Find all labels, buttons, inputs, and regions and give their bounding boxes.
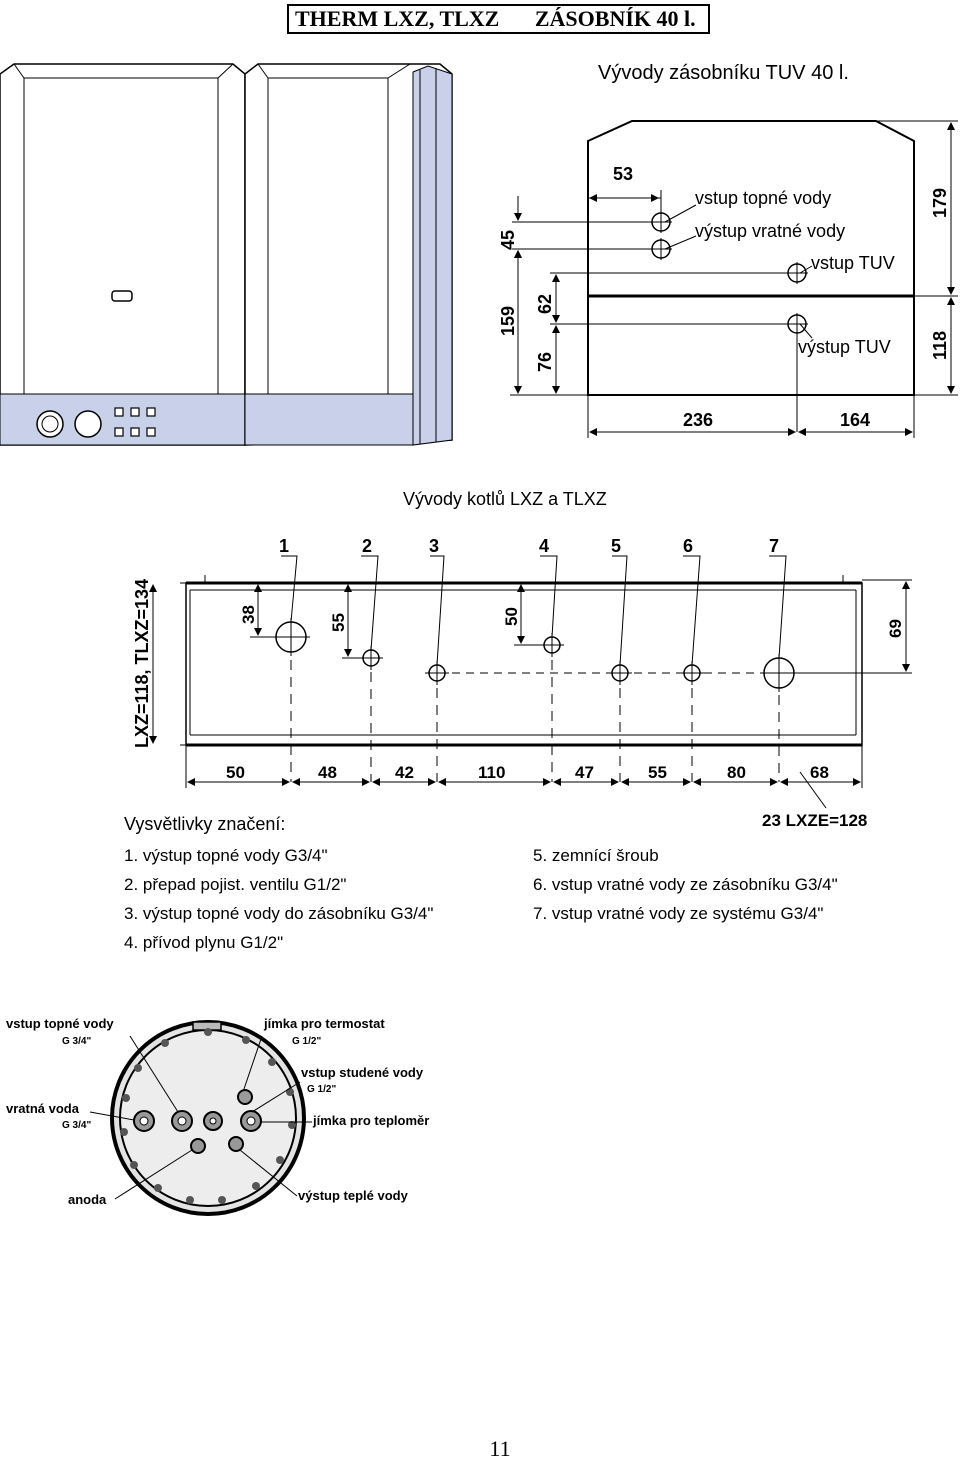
boiler-extra-dim: 23 LXZE=128: [762, 811, 867, 830]
flange-label-return-g: G 3/4": [62, 1120, 91, 1131]
legend-item-2: 2. přepad pojist. ventilu G1/2": [124, 875, 346, 894]
tank-dim-164: 164: [840, 410, 870, 430]
boiler-dim-55: 55: [329, 613, 348, 632]
conn-num-4: 4: [539, 536, 549, 556]
boiler-dim-50: 50: [502, 607, 521, 626]
button-grid-icon: [114, 407, 156, 437]
knob-icon: [74, 410, 102, 438]
tank-dim-118: 118: [930, 331, 950, 360]
flange-diagram: [89, 1020, 312, 1216]
tank-label-in-heat: vstup topné vody: [695, 188, 831, 208]
legend-item-4: 4. přívod plynu G1/2": [124, 933, 283, 952]
boiler-dim-38: 38: [239, 605, 258, 624]
flange-label-in-heat-g: G 3/4": [62, 1036, 91, 1047]
tank-dim-236: 236: [683, 410, 713, 430]
tank-dim-76: 76: [535, 352, 555, 372]
legend-item-5: 5. zemnící šroub: [533, 846, 659, 865]
flange-label-thermostat: jímka pro termostat: [263, 1016, 385, 1031]
conn-num-1: 1: [279, 536, 289, 556]
flange-label-thermostat-g: G 1/2": [292, 1036, 321, 1047]
tank-dim-45: 45: [498, 230, 518, 250]
boiler-strip: [149, 555, 912, 809]
title-right: ZÁSOBNÍK 40 l.: [534, 6, 696, 31]
boiler-illustration: [0, 63, 453, 446]
boiler-hdim-3: 42: [395, 763, 414, 782]
page-number: 11: [489, 1436, 511, 1461]
boiler-hdim-1: 50: [226, 763, 245, 782]
boiler-title: Vývody kotlů LXZ a TLXZ: [403, 489, 607, 509]
conn-num-6: 6: [683, 536, 693, 556]
flange-label-in-heat: vstup topné vody: [6, 1016, 114, 1031]
conn-num-7: 7: [769, 536, 779, 556]
legend-item-1: 1. výstup topné vody G3/4": [124, 846, 328, 865]
flange-label-return: vratná voda: [6, 1101, 80, 1116]
boiler-hdim-6: 55: [648, 763, 667, 782]
boiler-hdim-5: 47: [575, 763, 594, 782]
legend-item-7: 7. vstup vratné vody ze systému G3/4": [533, 904, 823, 923]
legend-title: Vysvětlivky značení:: [124, 814, 285, 834]
page-title: THERM LXZ, TLXZ ZÁSOBNÍK 40 l.: [287, 4, 710, 34]
boiler-dim-69: 69: [886, 619, 905, 638]
tank-label-in-tuv: vstup TUV: [811, 253, 895, 273]
title-left: THERM LXZ, TLXZ: [295, 6, 500, 31]
tank-label-out-tuv: výstup TUV: [798, 337, 891, 357]
flange-label-cold: vstup studené vody: [301, 1065, 424, 1080]
tank-dim-62: 62: [535, 294, 555, 314]
gauge-icon: [36, 410, 64, 438]
legend-item-3: 3. výstup topné vody do zásobníku G3/4": [124, 904, 433, 923]
conn-num-3: 3: [429, 536, 439, 556]
legend-item-6: 6. vstup vratné vody ze zásobníku G3/4": [533, 875, 838, 894]
conn-num-5: 5: [611, 536, 621, 556]
tank-title: Vývody zásobníku TUV 40 l.: [598, 62, 849, 84]
conn-num-2: 2: [362, 536, 372, 556]
display-icon: [111, 290, 133, 302]
boiler-hdim-7: 80: [727, 763, 746, 782]
flange-label-hot-out: výstup teplé vody: [298, 1188, 409, 1203]
tank-diagram: [510, 120, 958, 438]
boiler-hdim-8: 68: [810, 763, 829, 782]
tank-dim-159: 159: [498, 306, 518, 336]
boiler-height-label: LXZ=118, TLXZ=134: [132, 579, 152, 748]
tank-label-out-return: výstup vratné vody: [695, 221, 845, 241]
tank-dim-top: 53: [613, 164, 633, 184]
boiler-hdim-2: 48: [318, 763, 337, 782]
flange-label-cold-g: G 1/2": [307, 1084, 336, 1095]
tank-dim-179: 179: [930, 188, 950, 218]
flange-label-anode: anoda: [68, 1192, 107, 1207]
boiler-hdim-4: 110: [478, 763, 505, 782]
flange-label-thermometer: jímka pro teploměr: [312, 1113, 429, 1128]
